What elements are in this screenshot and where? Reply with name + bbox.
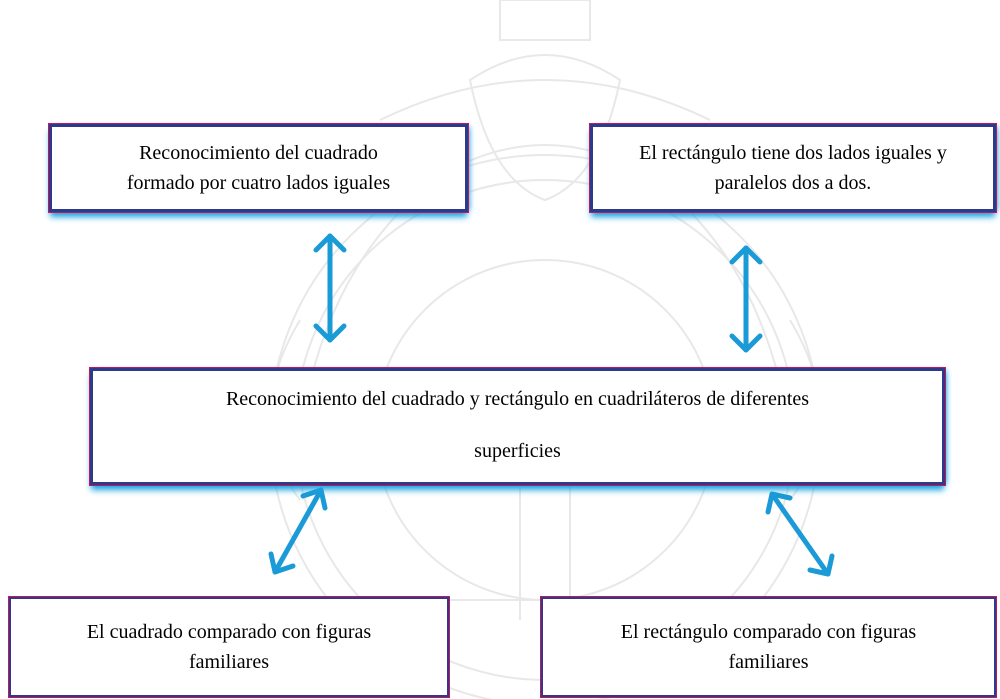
- arrow-bottom-right: [765, 491, 835, 577]
- box-top-left-line1: Reconocimiento del cuadrado: [139, 142, 378, 164]
- arrow-top-left: [313, 233, 347, 343]
- box-rectangle-parallel-sides: El rectángulo tiene dos lados iguales y …: [589, 123, 997, 213]
- arrow-bottom-left: [268, 487, 328, 575]
- box-bottom-right-line1: El rectángulo comparado con figuras: [620, 621, 917, 643]
- box-rectangle-familiar-figures: El rectángulo comparado con figuras fami…: [540, 596, 997, 698]
- box-center-line1: Reconocimiento del cuadrado y rectángulo…: [225, 388, 810, 410]
- box-top-left-line2: formado por cuatro lados iguales: [126, 172, 391, 194]
- box-recognition-quadrilaterals: Reconocimiento del cuadrado y rectángulo…: [89, 367, 946, 486]
- box-bottom-right-line2: familiares: [728, 651, 809, 673]
- box-center-line2: superficies: [474, 440, 561, 462]
- box-square-four-equal-sides: Reconocimiento del cuadrado formado por …: [48, 123, 469, 213]
- box-bottom-left-line2: familiares: [189, 651, 269, 673]
- box-top-right-line2: paralelos dos a dos.: [714, 172, 872, 194]
- box-bottom-left-line1: El cuadrado comparado con figuras: [86, 621, 372, 643]
- box-top-right-line1: El rectángulo tiene dos lados iguales y: [639, 142, 947, 164]
- box-square-familiar-figures: El cuadrado comparado con figuras famili…: [8, 596, 450, 698]
- arrow-top-right: [729, 245, 763, 353]
